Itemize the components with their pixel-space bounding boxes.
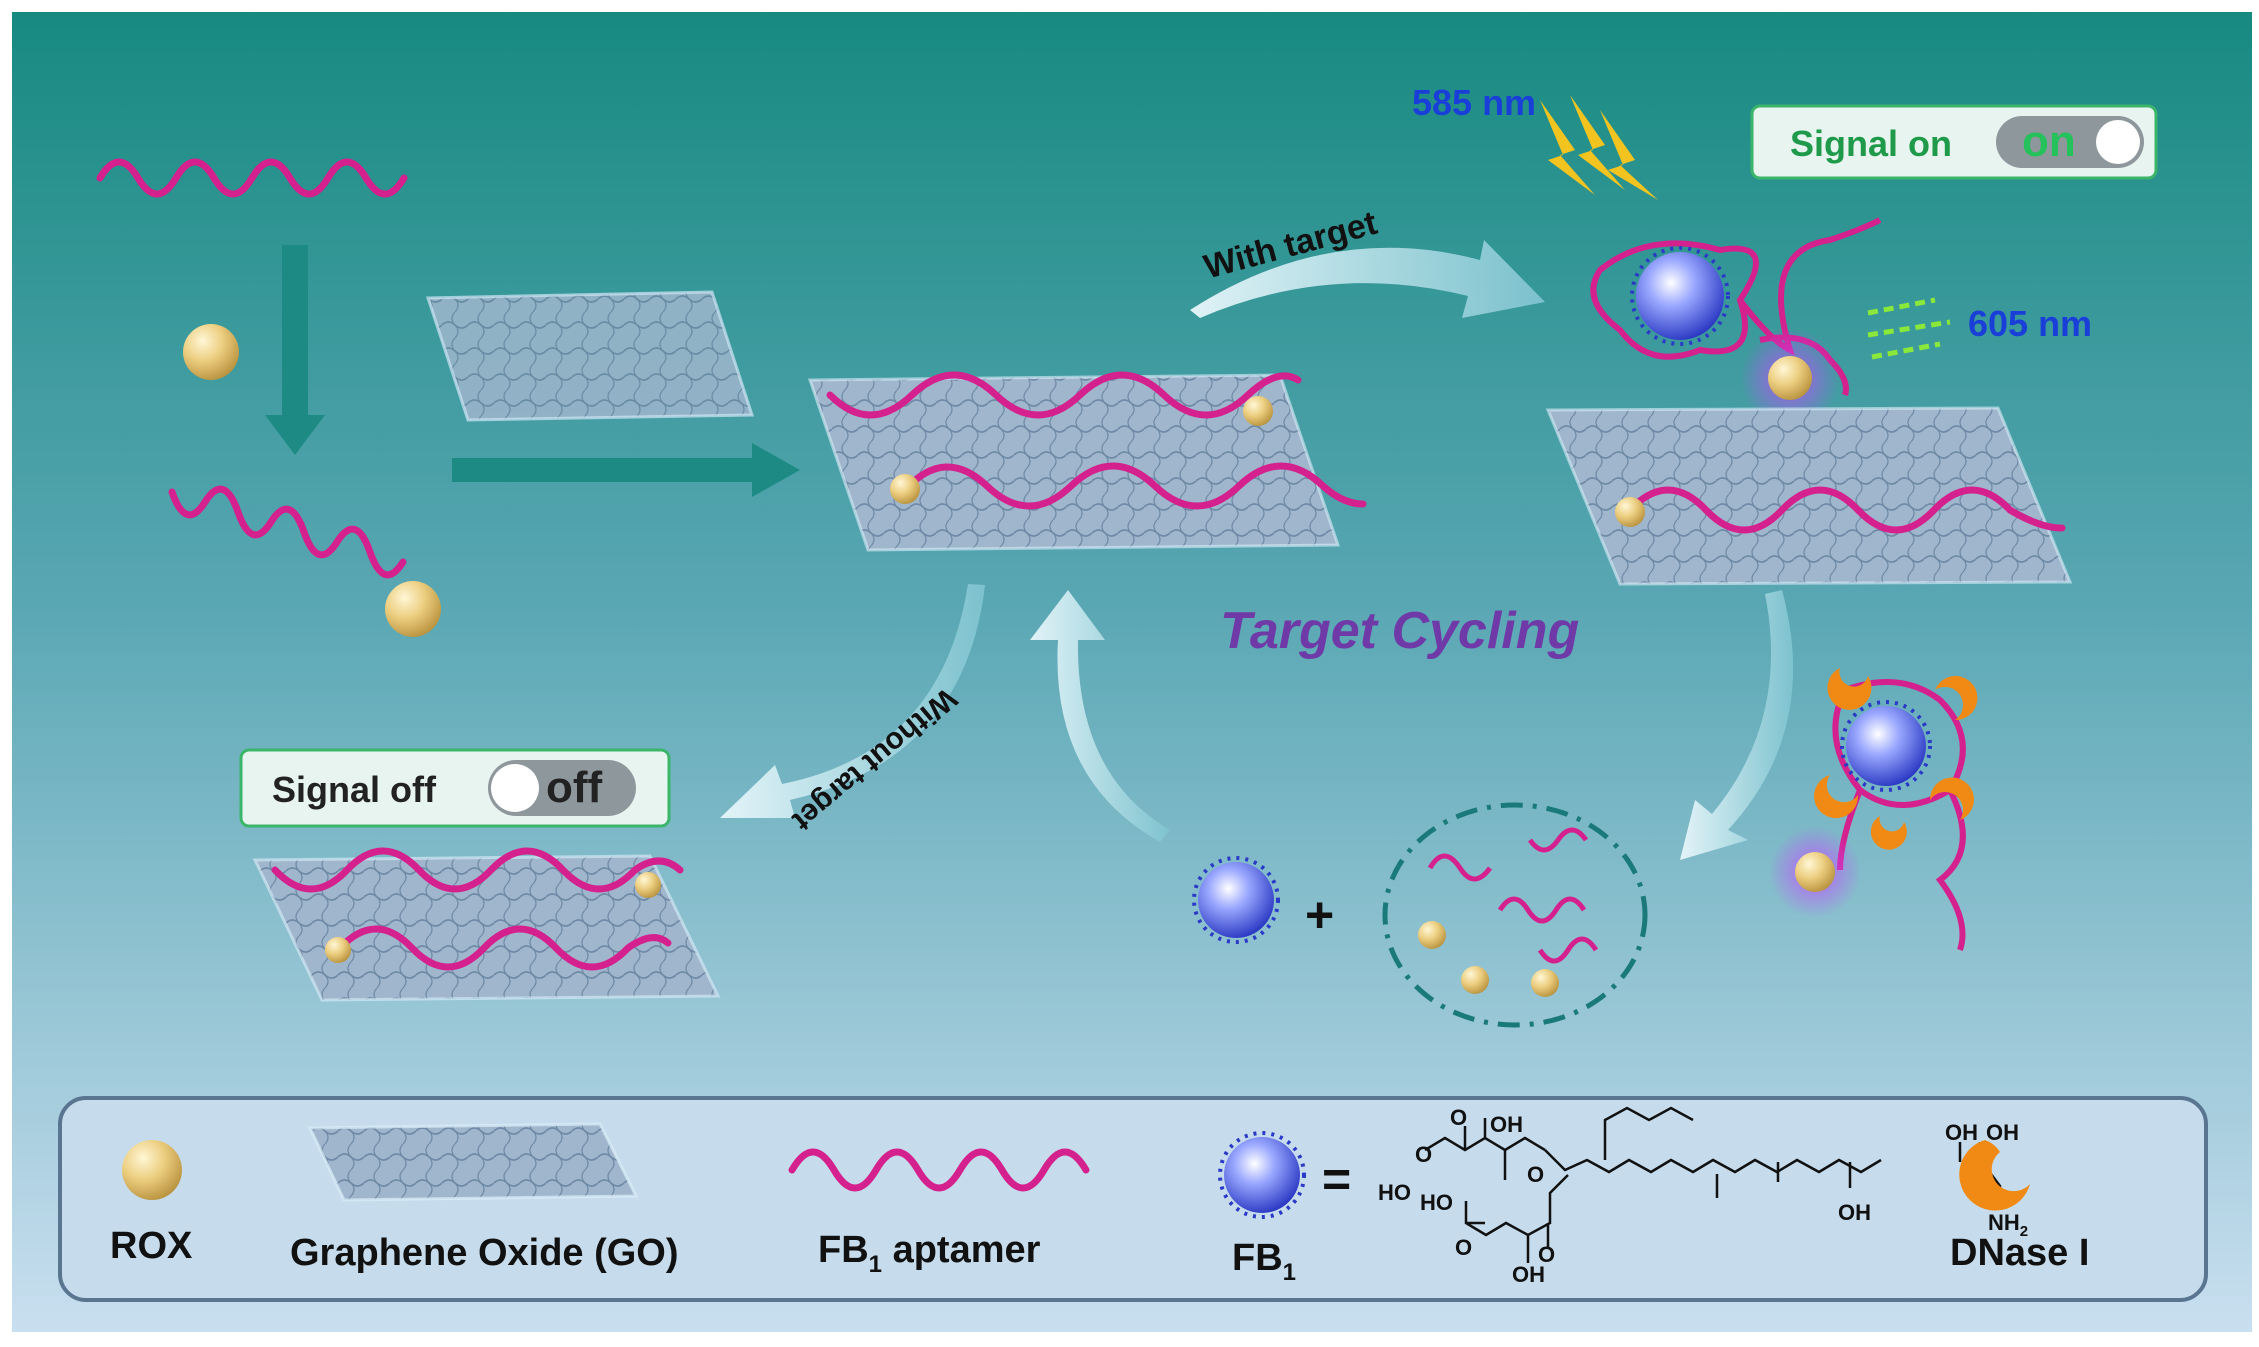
released-dye-bead xyxy=(1795,852,1835,892)
fb1-released-molecule xyxy=(1192,856,1280,944)
target-cycling-label: Target Cycling xyxy=(1220,602,1579,660)
dnase-digestion-arrow xyxy=(1680,590,1794,860)
legend-go-label: Graphene Oxide (GO) xyxy=(290,1232,679,1274)
legend-rox-icon xyxy=(122,1140,182,1200)
signal-off-state: off xyxy=(546,763,603,812)
legend-equals-sign: = xyxy=(1322,1151,1351,1207)
go-aptamer-complex-center xyxy=(807,371,1367,552)
plus-sign: + xyxy=(1305,887,1334,943)
right-arrow-head xyxy=(752,443,800,497)
svg-text:OH: OH xyxy=(1986,1120,2019,1145)
legend-fb1-label: FB1 xyxy=(1232,1237,1296,1286)
signal-off-badge: Signal off off xyxy=(239,748,671,828)
svg-text:HO: HO xyxy=(1420,1190,1453,1215)
svg-text:O: O xyxy=(1527,1162,1544,1187)
digested-fragments xyxy=(1382,802,1648,1028)
toggle-knob-off-icon xyxy=(491,764,539,812)
svg-text:OH: OH xyxy=(1512,1262,1545,1287)
legend-dnase-icon xyxy=(1959,1140,2030,1211)
legend-rox-label: ROX xyxy=(110,1225,193,1267)
legend-box: ROX Graphene Oxide (GO) FB1 aptamer FB1 … xyxy=(58,1096,2208,1302)
rox-dye-bead xyxy=(183,324,239,380)
svg-text:HO: HO xyxy=(1378,1180,1411,1205)
svg-text:NH2: NH2 xyxy=(1988,1210,2028,1240)
legend-aptamer-label: FB1 aptamer xyxy=(818,1229,1041,1278)
aptamer-target-complex xyxy=(1590,217,1882,396)
svg-text:O: O xyxy=(1538,1242,1555,1267)
excitation-wavelength: 585 nm xyxy=(1412,82,1536,123)
cycle-return-arrow xyxy=(1030,590,1170,842)
legend-fb1-icon xyxy=(1218,1131,1306,1219)
with-target-arrow xyxy=(1190,240,1545,318)
free-aptamer-strand xyxy=(96,158,408,198)
down-arrow-head xyxy=(265,415,325,455)
legend-aptamer-icon xyxy=(788,1148,1090,1192)
right-arrow-shaft xyxy=(452,458,752,482)
go-sheet-top-small xyxy=(425,290,755,422)
signal-on-label: Signal on xyxy=(1790,123,1952,164)
signal-off-label: Signal off xyxy=(272,769,437,810)
svg-text:OH: OH xyxy=(1490,1112,1523,1137)
svg-text:O: O xyxy=(1450,1105,1467,1130)
svg-text:OH: OH xyxy=(1945,1120,1978,1145)
without-target-arrow xyxy=(720,584,985,818)
legend-dnase-label: DNase I xyxy=(1950,1232,2089,1274)
signal-on-state: on xyxy=(2022,117,2076,166)
toggle-knob-icon xyxy=(2096,120,2140,164)
rox-released-bead xyxy=(1768,356,1812,400)
emission-arrows-icon xyxy=(1867,297,1951,360)
svg-text:OH: OH xyxy=(1838,1200,1871,1225)
rox-dye-bead-attached xyxy=(385,581,441,637)
signal-on-badge: Signal on on xyxy=(1750,104,2158,180)
go-aptamer-complex-left xyxy=(252,847,721,1002)
excitation-light-icon xyxy=(1540,95,1658,200)
down-arrow-shaft xyxy=(282,245,308,415)
svg-text:O: O xyxy=(1455,1235,1472,1260)
emission-wavelength: 605 nm xyxy=(1968,303,2092,344)
fb1-chemical-structure xyxy=(1424,1106,2002,1263)
legend-go-icon xyxy=(307,1122,639,1202)
labeled-aptamer-strand xyxy=(168,485,407,579)
go-aptamer-complex-right xyxy=(1545,406,2073,586)
fb1-chemical-labels: O OH O O HO HO OH OH OH NH2 O O OH xyxy=(1378,1105,2028,1287)
svg-text:O: O xyxy=(1415,1142,1432,1167)
dnase-aptamer-complex xyxy=(1814,668,1978,951)
